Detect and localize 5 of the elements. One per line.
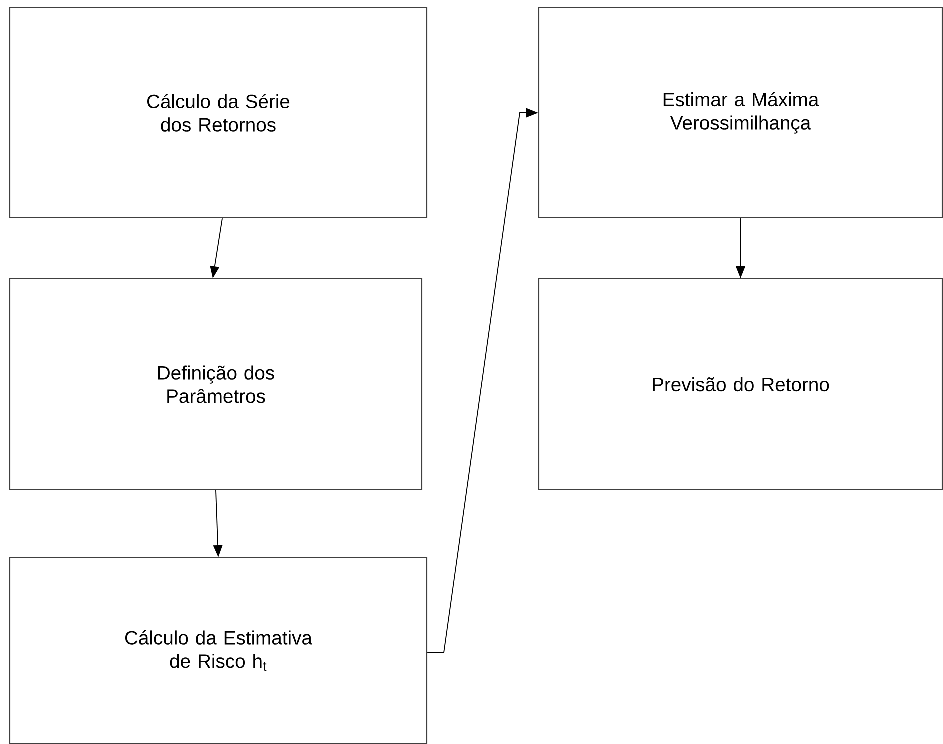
process-box: Definição dos Parâmetros xyxy=(9,278,423,491)
process-box: Cálculo da Estimativa de Risco h$_{t}$ xyxy=(9,557,428,744)
process-box: Cálculo da Série dos Retornos xyxy=(9,7,428,219)
process-box: Previsão do Retorno xyxy=(538,278,943,491)
process-box: Estimar a Máxima Verossimilhança xyxy=(538,7,943,219)
